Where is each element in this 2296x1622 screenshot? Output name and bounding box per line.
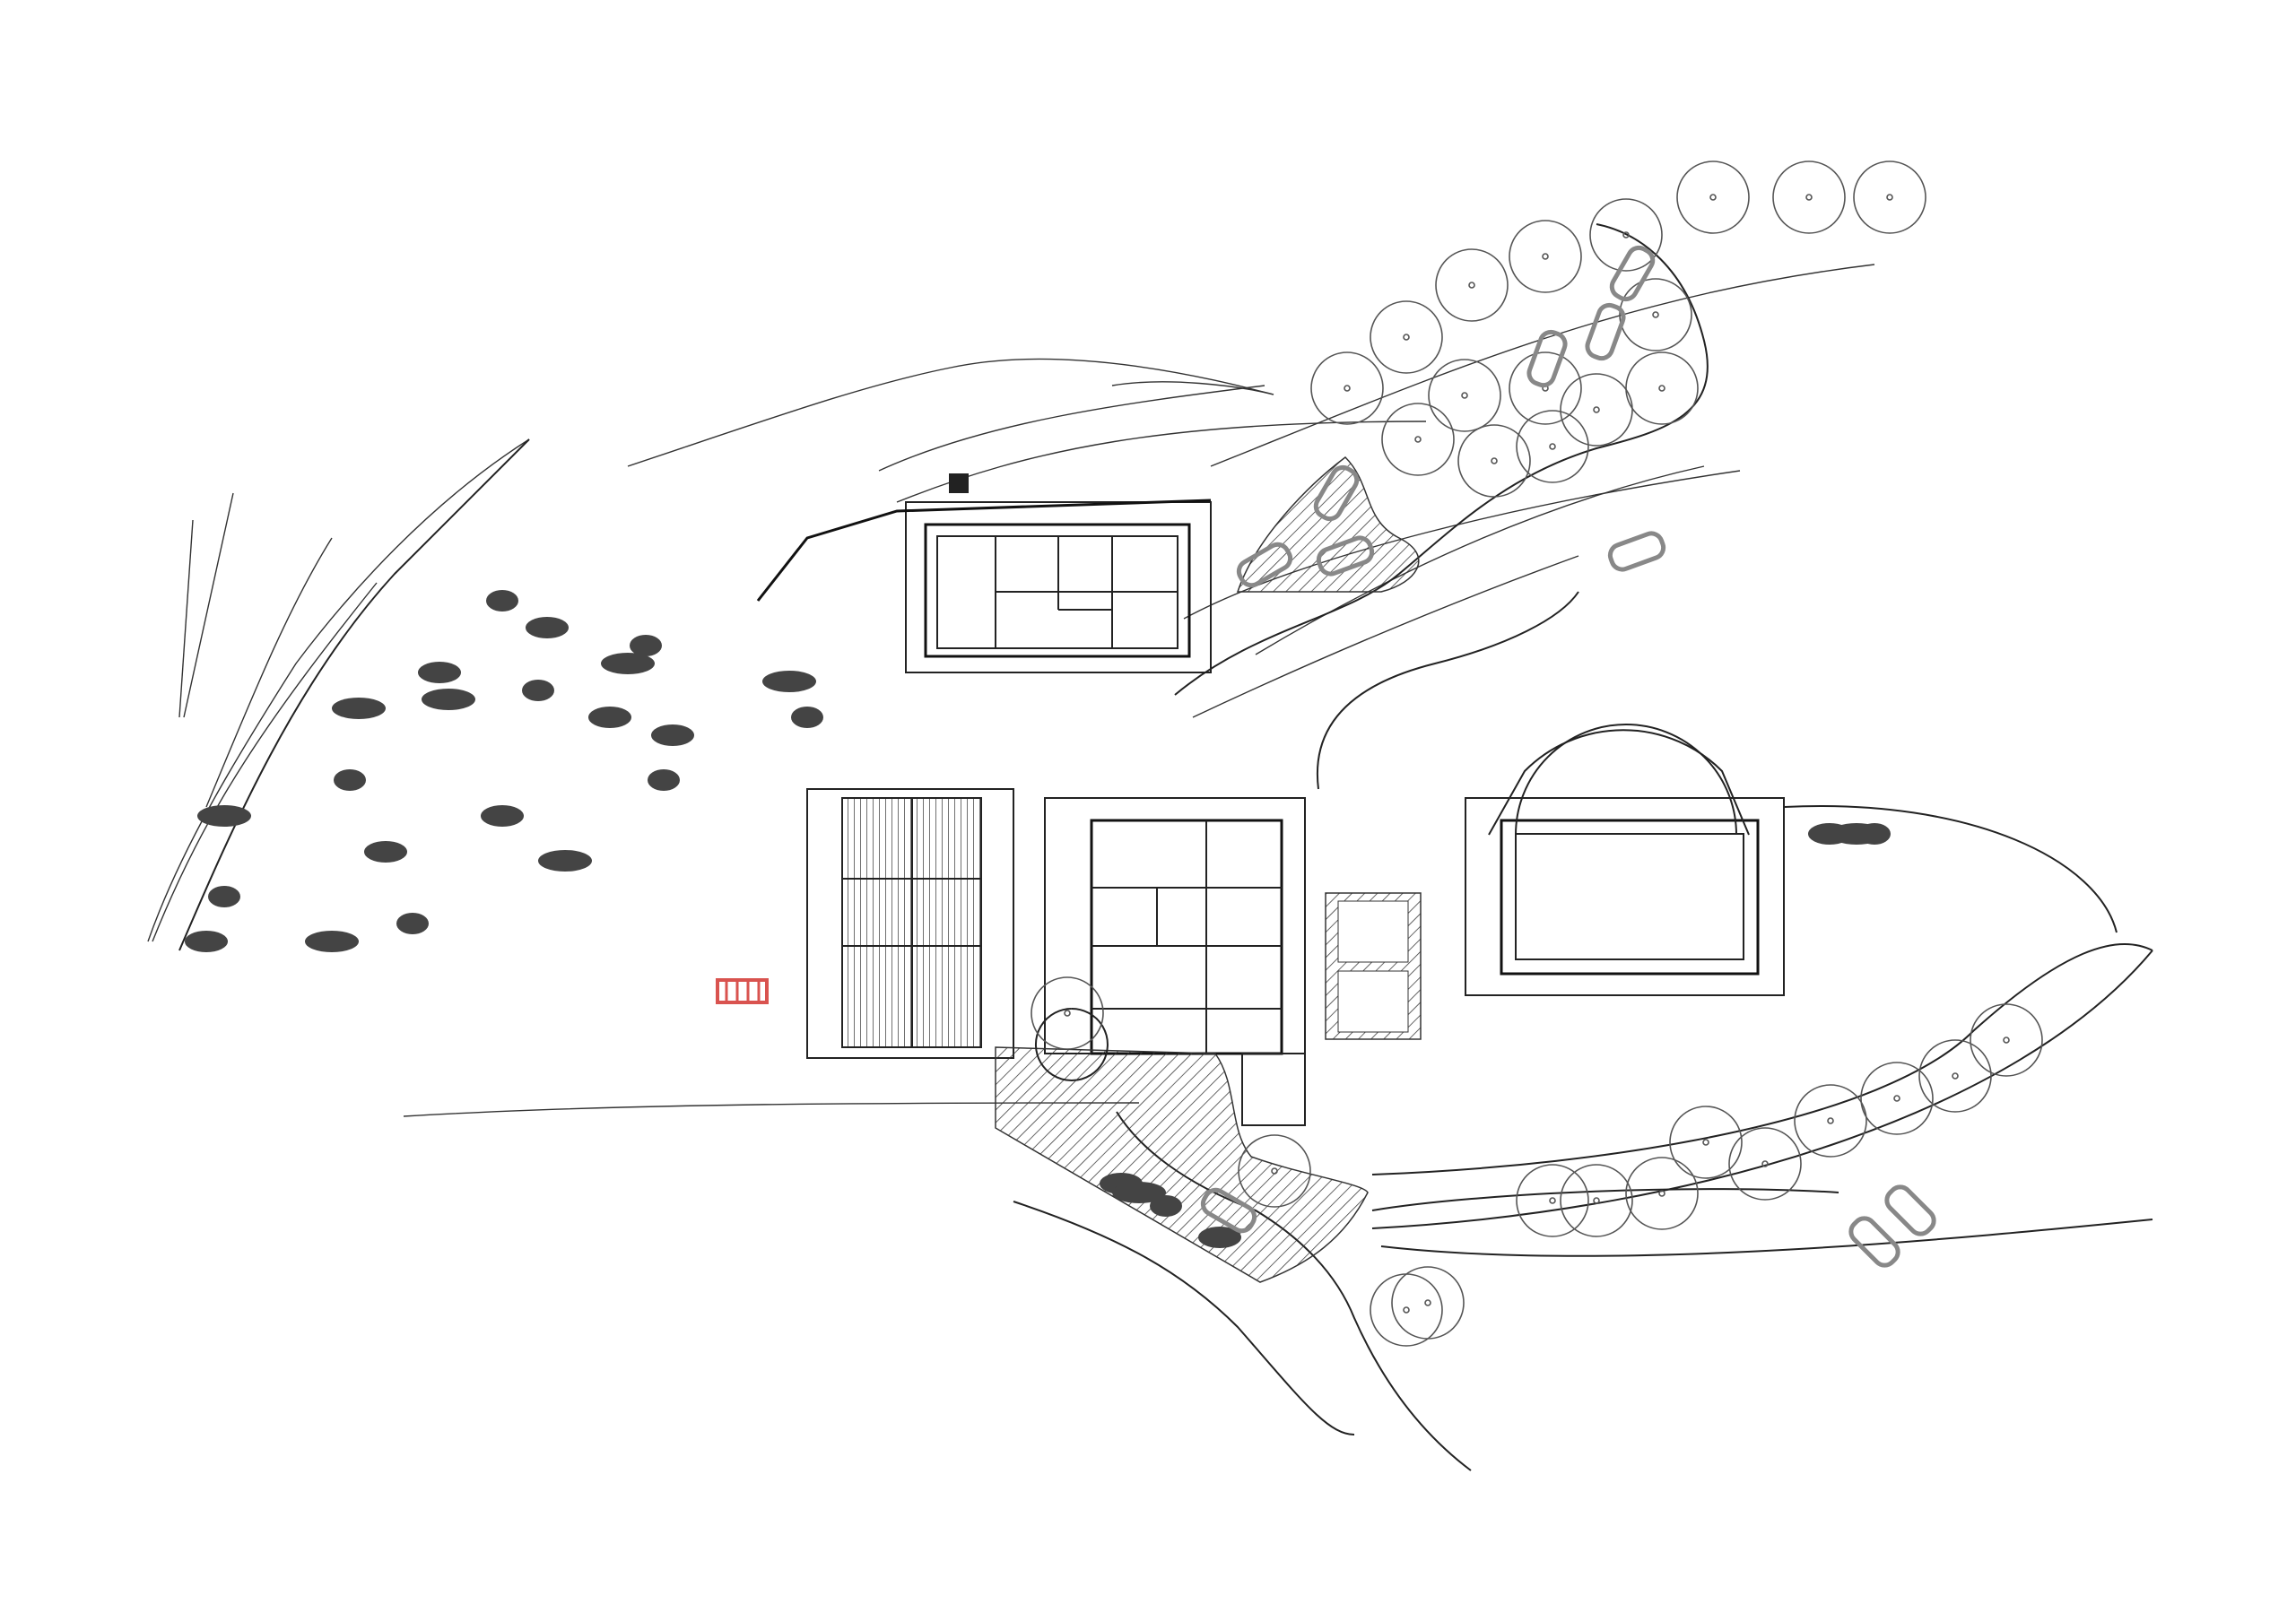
shrub-icon: [1150, 1195, 1182, 1217]
tree-icon: [1031, 976, 1104, 1050]
tree-icon: [1516, 410, 1589, 483]
shrub-icon: [522, 680, 554, 701]
shrub-icon: [396, 913, 429, 934]
tree-icon: [1509, 220, 1582, 293]
car-icon: [1236, 542, 1293, 588]
tree-icon: [1676, 160, 1750, 234]
shrub-icon: [648, 769, 680, 791]
tree-icon: [1457, 424, 1531, 498]
tree-icon: [1619, 278, 1692, 351]
tree-icon: [1853, 160, 1926, 234]
shrub-icon: [422, 689, 475, 710]
tree-icon: [1625, 351, 1699, 425]
terrain-contours: [147, 223, 2153, 1471]
shrub-icon: [538, 850, 592, 872]
shrub-icon: [481, 805, 524, 827]
tree-icon: [1918, 1039, 1992, 1113]
car-icon: [1316, 535, 1375, 577]
car-icon: [1848, 1216, 1900, 1268]
fountain: [949, 473, 969, 493]
parking-lot-lower: [995, 1008, 1369, 1283]
tree-icon: [1772, 160, 1846, 234]
car-icon: [1607, 531, 1666, 572]
shrub-icon: [486, 590, 518, 612]
tree-icon: [1860, 1062, 1934, 1135]
tree-icon: [1625, 1157, 1699, 1230]
courtyard: [1325, 892, 1422, 1040]
tree-icon: [1435, 248, 1509, 322]
red-structure: [716, 978, 769, 1004]
tree-icon: [1728, 1127, 1802, 1201]
upper-building: [756, 473, 1212, 673]
tree-icon: [1391, 1266, 1465, 1340]
car-icon: [1526, 329, 1568, 388]
car-icon: [1585, 302, 1626, 361]
tree-icon: [1516, 1164, 1589, 1237]
tree-icon: [1589, 198, 1663, 272]
tree-icon: [1669, 1106, 1743, 1179]
shrub-icon: [791, 707, 823, 728]
swimming-pool: [1465, 724, 1785, 996]
tree-icon: [1238, 1134, 1311, 1208]
shrub-icon: [418, 662, 461, 683]
car-icon: [1200, 1187, 1257, 1234]
shrub-icon: [651, 724, 694, 746]
striped-roof-building: [806, 788, 1014, 1059]
shrub-icon: [332, 698, 386, 719]
shrub-icon: [305, 931, 359, 952]
tree-icon: [1381, 403, 1455, 476]
shrub-icon: [1198, 1227, 1241, 1248]
tree-icon: [1310, 351, 1384, 425]
shrub-icon: [1858, 823, 1891, 845]
parking-lot-upper: [1236, 456, 1420, 593]
tree-icon: [1560, 373, 1633, 447]
shrub-icon: [630, 635, 662, 656]
tree-icon: [1560, 1164, 1633, 1237]
shrub-icon: [208, 886, 240, 907]
car-icon: [1313, 464, 1360, 522]
shrub-icon: [762, 671, 816, 692]
shrub-icon: [526, 617, 569, 638]
tree-icon: [1794, 1084, 1867, 1158]
tree-group: [1031, 160, 2043, 1347]
shrub-icon: [1112, 1182, 1166, 1203]
shrub-icon: [197, 805, 251, 827]
car-icon: [1884, 1184, 1936, 1236]
shrub-icon: [185, 931, 228, 952]
shrub-icon: [588, 707, 631, 728]
tree-icon: [1509, 351, 1582, 425]
tree-icon: [1370, 300, 1443, 374]
car-group: [1200, 245, 1936, 1268]
car-icon: [1609, 245, 1656, 302]
shrub-icon: [334, 769, 366, 791]
shrub-group: [185, 590, 1891, 1248]
tree-icon: [1370, 1273, 1443, 1347]
shrub-icon: [364, 841, 407, 863]
shrub-icon: [601, 653, 655, 674]
tree-icon: [1428, 359, 1501, 432]
tree-icon: [1970, 1003, 2043, 1077]
